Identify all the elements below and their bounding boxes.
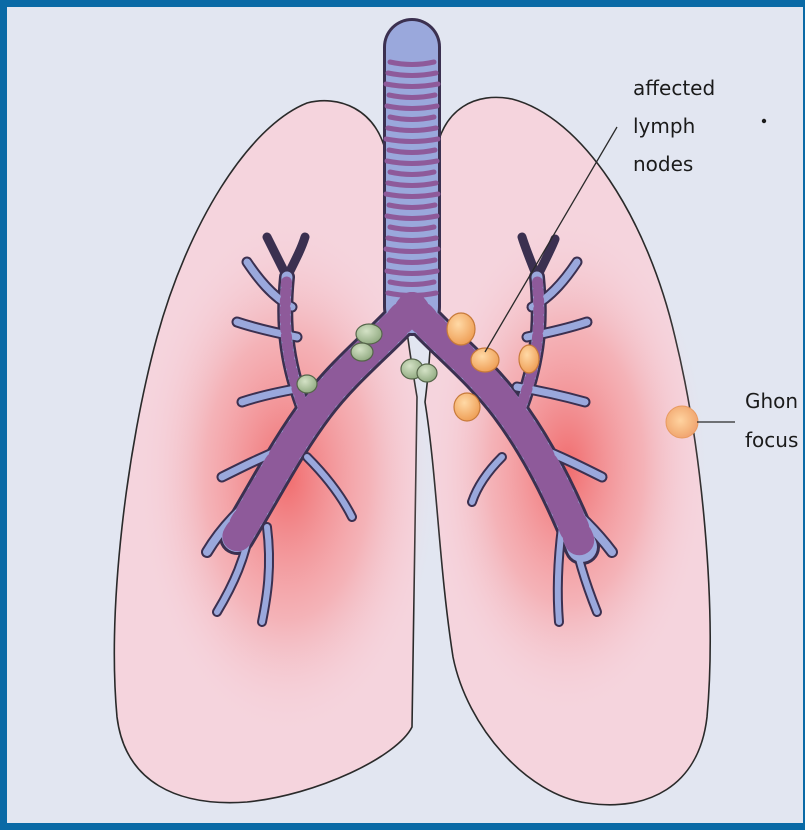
trachea-ring [386,194,438,197]
trachea-ring [387,271,437,274]
trachea-ring [388,73,436,76]
trachea-ring [388,238,436,241]
right-lung [425,97,710,804]
trachea-ring [387,161,437,164]
trachea-ring [388,183,436,186]
svg-text:affected: affected [633,76,715,100]
trachea-ring [386,139,438,142]
trachea-ring [386,84,438,87]
lung-diagram: affected lymph nodes Ghon focus [7,7,805,830]
trachea-ring [386,249,438,252]
trachea-ring [389,95,435,98]
trachea-ring [390,62,434,65]
trachea-ring [387,216,437,219]
trachea-ring [389,205,435,208]
trachea-ring [390,227,434,230]
trachea-ring [390,117,434,120]
trachea-ring [390,172,434,175]
ghon-focus [666,406,698,438]
trachea-ring [390,282,434,285]
svg-text:lymph: lymph [633,114,695,138]
ghon-focus-label: Ghon focus [745,389,798,452]
trachea-ring [388,128,436,131]
trachea-ring [389,260,435,263]
svg-text:focus: focus [745,428,798,452]
svg-text:nodes: nodes [633,152,693,176]
trachea-ring [387,106,437,109]
speck [762,119,766,123]
affected-lymph-nodes-label: affected lymph nodes [633,76,715,176]
trachea-ring [389,150,435,153]
svg-text:Ghon: Ghon [745,389,798,413]
